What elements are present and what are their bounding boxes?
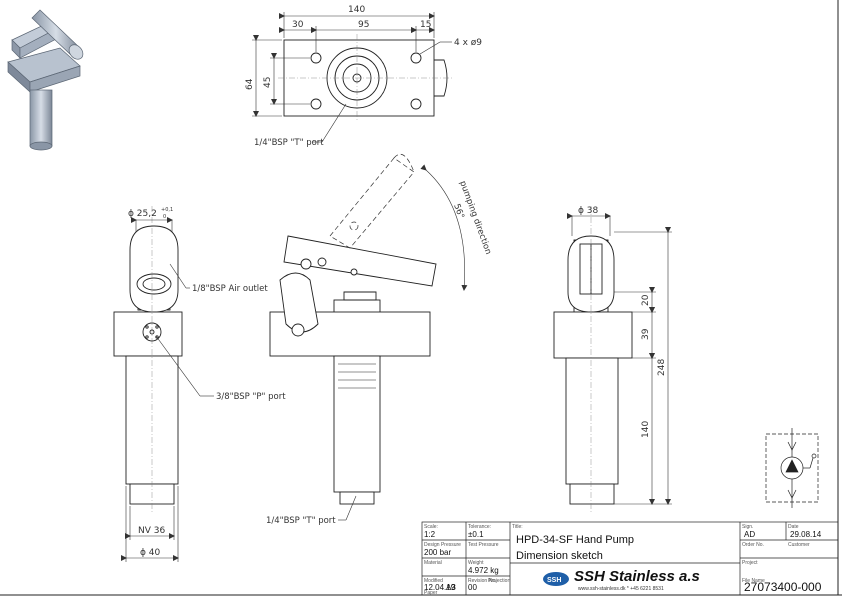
dim-right-dia: ϕ 38 xyxy=(578,206,599,216)
middle-view-annotations xyxy=(338,164,468,521)
left-view xyxy=(113,206,183,512)
tb-rev-cap: Revision No. xyxy=(468,578,496,584)
dim-top-mid: 95 xyxy=(358,20,369,30)
tb-sign: AD xyxy=(744,530,755,539)
dim-left-tol-plus: +0,1 xyxy=(161,207,173,213)
tb-subtitle: Dimension sketch xyxy=(516,550,603,562)
top-view-dimensions xyxy=(252,12,452,143)
dim-right-140: 140 xyxy=(641,421,651,438)
tb-tp-cap: Test Pressure xyxy=(468,542,499,548)
handle-ghost xyxy=(329,153,415,249)
tb-rev: 00 xyxy=(468,583,477,592)
dim-right-248: 248 xyxy=(657,359,667,376)
top-view xyxy=(278,34,452,122)
tb-mat-cap: Material xyxy=(424,560,442,566)
dim-left-dia-bottom: ϕ 40 xyxy=(140,548,161,558)
svg-text:SSH: SSH xyxy=(547,577,561,584)
tb-weight: 4.972 kg xyxy=(468,566,499,575)
tb-scale-cap: Scale: xyxy=(424,524,438,530)
air-outlet-label: 1/8"BSP Air outlet xyxy=(192,284,268,294)
dim-left-nv: NV 36 xyxy=(138,526,165,536)
title-block-frame xyxy=(421,521,839,596)
p-port-label: 3/8"BSP "P" port xyxy=(216,392,286,402)
tb-title-cap: Title: xyxy=(512,524,523,530)
holes-label: 4 x ø9 xyxy=(454,38,482,48)
tb-title: HPD-34-SF Hand Pump xyxy=(516,534,634,546)
right-view xyxy=(553,206,633,512)
tb-cust-cap: Customer xyxy=(788,542,810,548)
dim-right-39: 39 xyxy=(641,328,651,340)
middle-view xyxy=(269,235,437,505)
tb-weight-cap: Weight xyxy=(468,560,484,566)
tb-date-cap: Date xyxy=(788,524,799,530)
iso-3d-view xyxy=(7,9,84,151)
tb-file-cap: File Name xyxy=(742,578,765,584)
hydraulic-pump-symbol xyxy=(765,428,819,508)
tb-paper-cap: Paper xyxy=(424,590,438,596)
top-port-label: 1/4"BSP "T" port xyxy=(254,138,324,148)
tb-project-cap: Project xyxy=(742,560,758,566)
pumping-angle-label: 56° xyxy=(451,203,466,221)
dim-top-height-inner: 45 xyxy=(263,77,273,88)
tb-scale: 1:2 xyxy=(424,530,436,539)
left-view-dimensions xyxy=(121,217,214,562)
tb-mod: 12.04.19 xyxy=(424,583,456,592)
dim-right-20: 20 xyxy=(641,294,651,306)
ssh-logo-icon: SSH xyxy=(543,572,569,586)
dim-top-height-outer: 64 xyxy=(245,78,255,90)
tb-file: 27073400-000 xyxy=(744,580,822,594)
dim-top-total: 140 xyxy=(348,5,365,15)
middle-t-port-label: 1/4"BSP "T" port xyxy=(266,516,336,526)
tb-brand-sub: www.ssh-stainless.dk * +45 6221 8531 xyxy=(578,586,664,592)
tb-dp-cap: Design Pressure xyxy=(424,542,461,548)
tb-date: 29.08.14 xyxy=(790,530,822,539)
dim-top-left: 30 xyxy=(292,20,304,30)
tb-paper: A3 xyxy=(446,583,456,592)
right-view-dimensions xyxy=(567,213,672,505)
tb-order-cap: Order No. xyxy=(742,542,764,548)
dim-top-right: 15 xyxy=(420,20,431,30)
tb-tol: ±0.1 xyxy=(468,530,484,539)
tb-dp: 200 bar xyxy=(424,548,451,557)
tb-brand: SSH Stainless a.s xyxy=(574,568,700,585)
tb-sign-cap: Sign. xyxy=(742,524,753,530)
dim-left-tol-zero: 0 xyxy=(163,214,166,220)
tb-proj-cap: Projection xyxy=(488,578,510,584)
tb-tol-cap: Tolerance: xyxy=(468,524,491,530)
dim-left-dia-top: ϕ 25,2 xyxy=(128,209,157,219)
tb-mod-cap: Modified xyxy=(424,578,443,584)
